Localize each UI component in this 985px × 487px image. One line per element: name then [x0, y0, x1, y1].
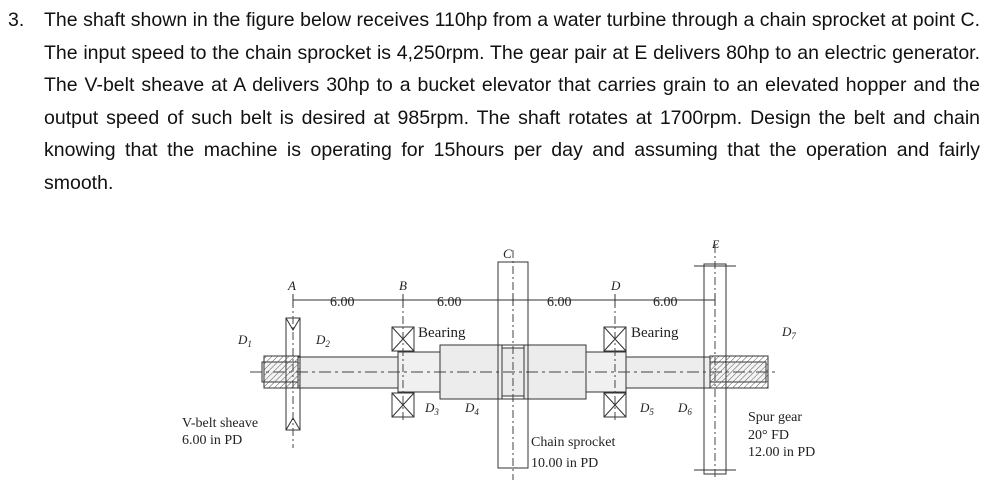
shaft — [250, 344, 778, 400]
dimension-1: 6.00 — [330, 295, 355, 310]
v-belt-sheave — [263, 300, 301, 448]
v-belt-label: V-belt sheave — [182, 416, 258, 431]
bearing-right — [603, 300, 627, 420]
label-d2: D2 — [315, 332, 330, 349]
chain-sprocket — [497, 250, 529, 480]
dimension-4: 6.00 — [653, 295, 678, 310]
sprocket-size: 10.00 in PD — [531, 456, 598, 471]
dimension-3: 6.00 — [547, 295, 572, 310]
diameter-labels: D1 D2 D3 D4 D5 D6 D7 — [237, 324, 796, 417]
gear-label: Spur gear — [748, 410, 802, 425]
bearing-left-label: Bearing — [418, 325, 466, 341]
spur-gear — [694, 245, 769, 480]
dimension-line — [292, 294, 716, 306]
bearing-right-label: Bearing — [631, 325, 679, 341]
problem-number: 3. — [8, 9, 25, 31]
label-d4: D4 — [464, 400, 479, 417]
label-d1: D1 — [237, 332, 252, 349]
label-point-c: C — [503, 246, 512, 261]
label-point-a: A — [287, 278, 296, 293]
label-point-e: E — [711, 237, 720, 251]
problem-statement: 3. The shaft shown in the figure below r… — [8, 4, 980, 199]
sprocket-label: Chain sprocket — [531, 435, 615, 450]
label-d7: D7 — [781, 324, 796, 341]
v-belt-size: 6.00 in PD — [182, 433, 242, 448]
gear-size: 12.00 in PD — [748, 445, 815, 460]
label-d5: D5 — [639, 400, 654, 417]
label-point-b: B — [399, 278, 407, 293]
label-d3: D3 — [424, 400, 439, 417]
gear-angle: 20° FD — [748, 428, 789, 443]
problem-text: The shaft shown in the figure below rece… — [44, 9, 980, 194]
dimension-2: 6.00 — [437, 295, 462, 310]
bearing-left — [391, 300, 415, 420]
label-d6: D6 — [677, 400, 692, 417]
label-point-d: D — [610, 278, 621, 293]
